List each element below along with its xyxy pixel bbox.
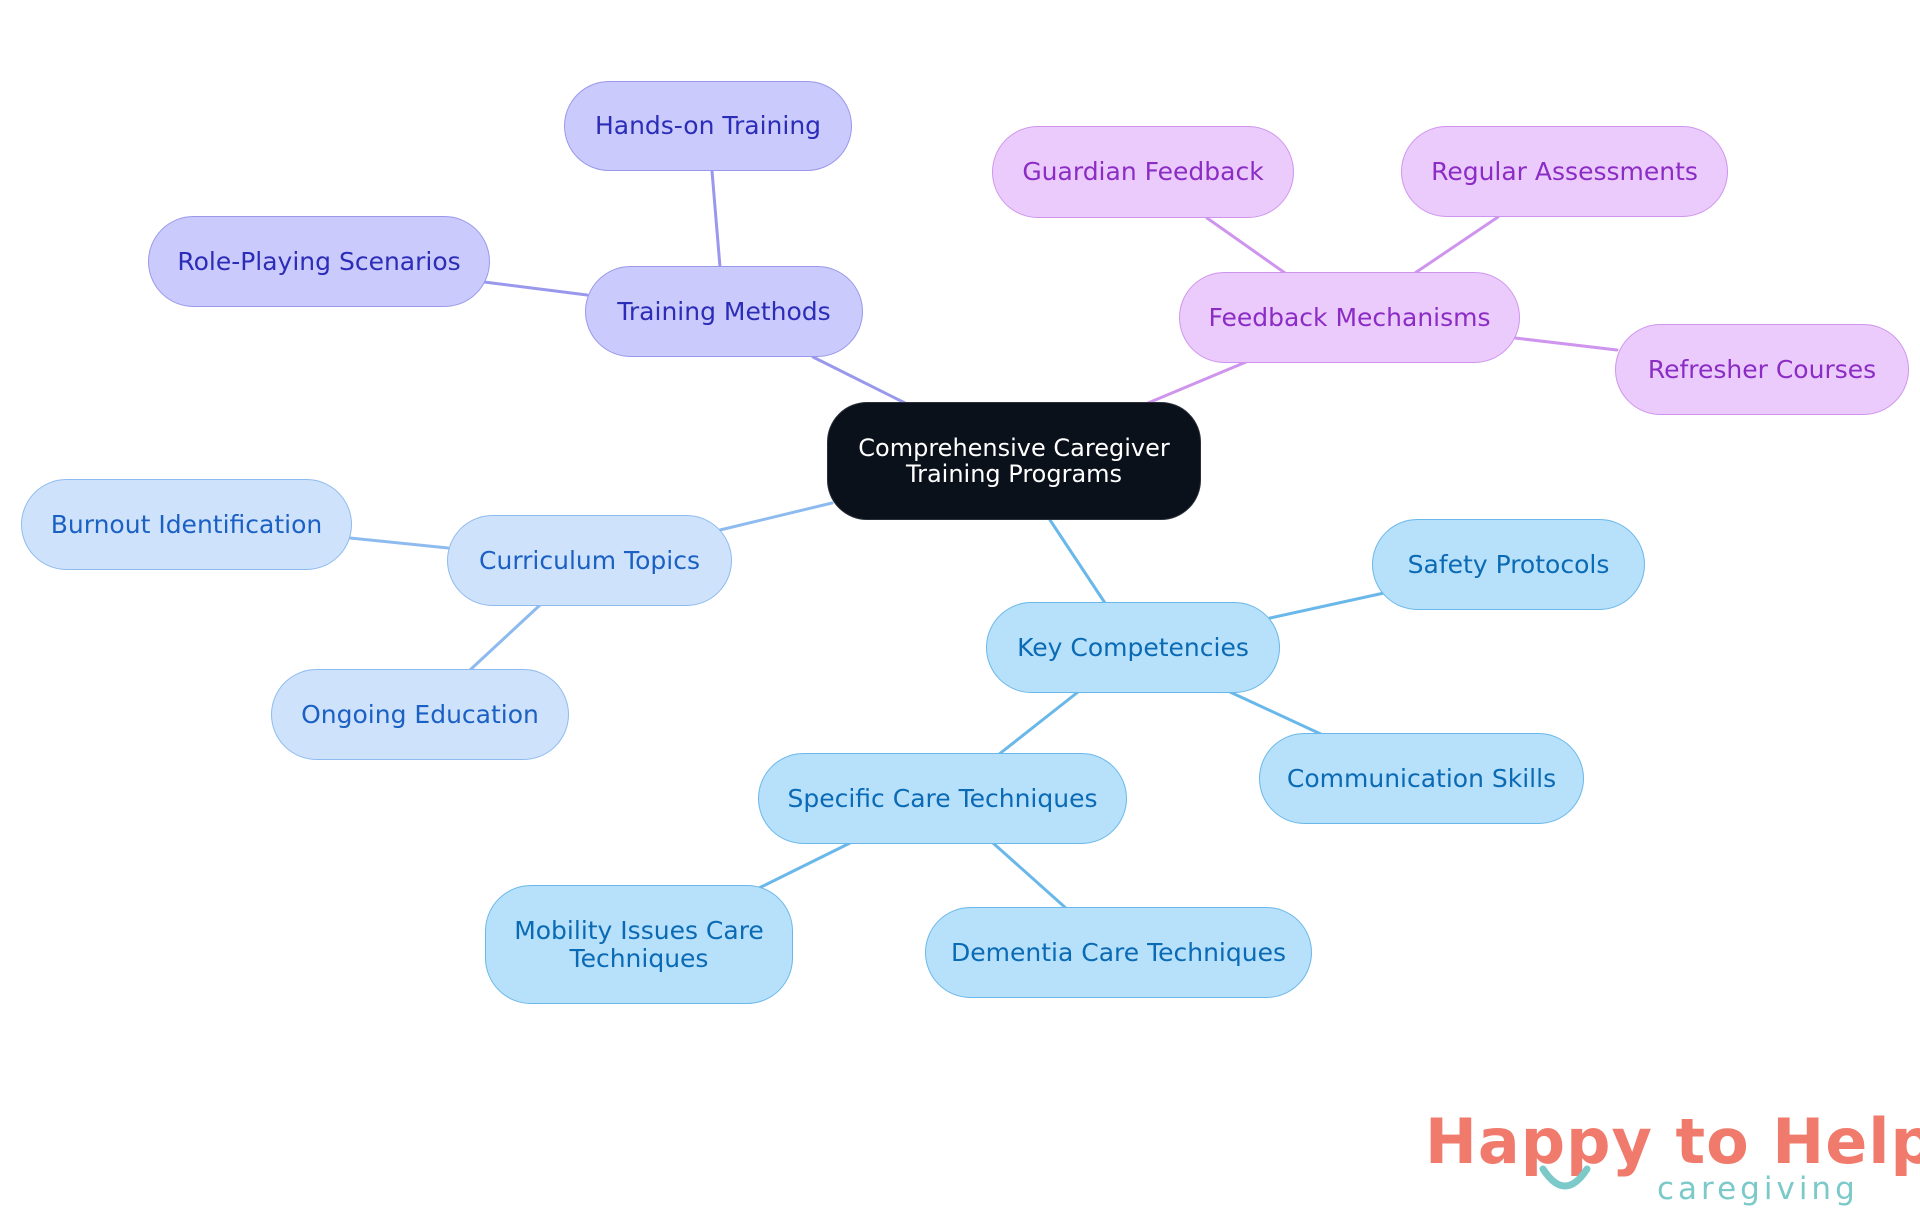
key-competencies-label: Key Competencies [1017,632,1249,662]
role-playing-scenarios-label: Role-Playing Scenarios [177,246,461,276]
root-label: Comprehensive Caregiver Training Program… [858,433,1170,488]
edge-root-curriculum [718,501,834,532]
logo-title: Happy to Help [1425,1105,1920,1178]
node-curriculum-topics[interactable]: Curriculum Topics [447,515,732,606]
node-training-methods[interactable]: Training Methods [585,266,863,357]
edge-feedback-assessments [1413,215,1500,275]
edge-curriculum-ongoing [468,603,542,672]
edge-key-safety [1268,591,1386,620]
node-communication-skills[interactable]: Communication Skills [1259,733,1584,824]
edge-curriculum-burnout [348,536,450,550]
node-hands-on-training[interactable]: Hands-on Training [564,81,852,171]
guardian-feedback-label: Guardian Feedback [1022,157,1264,187]
refresher-courses-label: Refresher Courses [1647,354,1877,384]
node-refresher-courses[interactable]: Refresher Courses [1615,324,1909,415]
root-node[interactable]: Comprehensive Caregiver Training Program… [827,402,1201,520]
edge-training-methods-role-playing [482,280,589,297]
node-dementia-care-techniques[interactable]: Dementia Care Techniques [925,907,1312,998]
node-key-competencies[interactable]: Key Competencies [986,602,1280,693]
node-role-playing-scenarios[interactable]: Role-Playing Scenarios [148,216,490,307]
node-burnout-identification[interactable]: Burnout Identification [21,479,352,570]
happy-to-help-logo: Happy to Help caregiving [1425,1105,1920,1207]
curriculum-topics-label: Curriculum Topics [479,545,700,575]
node-ongoing-education[interactable]: Ongoing Education [271,669,569,760]
node-mobility-issues-care-techniques[interactable]: Mobility Issues Care Techniques [485,885,793,1004]
communication-skills-label: Communication Skills [1286,763,1557,793]
mobility-issues-care-techniques-label: Mobility Issues Care Techniques [514,916,764,973]
node-specific-care-techniques[interactable]: Specific Care Techniques [758,753,1127,844]
specific-care-techniques-label: Specific Care Techniques [787,783,1098,813]
edge-root-key-competencies [1048,518,1107,605]
edge-key-communication [1228,690,1327,738]
edge-specific-care-dementia [991,841,1070,912]
node-feedback-mechanisms[interactable]: Feedback Mechanisms [1179,272,1520,363]
training-methods-label: Training Methods [617,296,831,326]
hands-on-training-label: Hands-on Training [594,111,822,141]
edge-root-feedback [1146,360,1248,405]
edge-feedback-refresher [1513,336,1619,352]
node-safety-protocols[interactable]: Safety Protocols [1372,519,1645,610]
edge-training-methods-hands-on [710,169,722,269]
feedback-mechanisms-label: Feedback Mechanisms [1208,302,1491,332]
node-regular-assessments[interactable]: Regular Assessments [1401,126,1728,217]
smile-icon [1539,1165,1591,1190]
regular-assessments-label: Regular Assessments [1431,156,1698,186]
logo-subtitle: caregiving [1657,1171,1859,1207]
safety-protocols-label: Safety Protocols [1407,549,1610,579]
edge-key-specific-care [996,690,1080,757]
dementia-care-techniques-label: Dementia Care Techniques [951,937,1286,967]
ongoing-education-label: Ongoing Education [301,699,539,729]
edge-specific-care-mobility [753,841,852,892]
burnout-identification-label: Burnout Identification [50,509,323,539]
edge-root-training-methods [811,355,907,405]
edge-feedback-guardian [1205,216,1287,275]
node-guardian-feedback[interactable]: Guardian Feedback [992,126,1294,218]
